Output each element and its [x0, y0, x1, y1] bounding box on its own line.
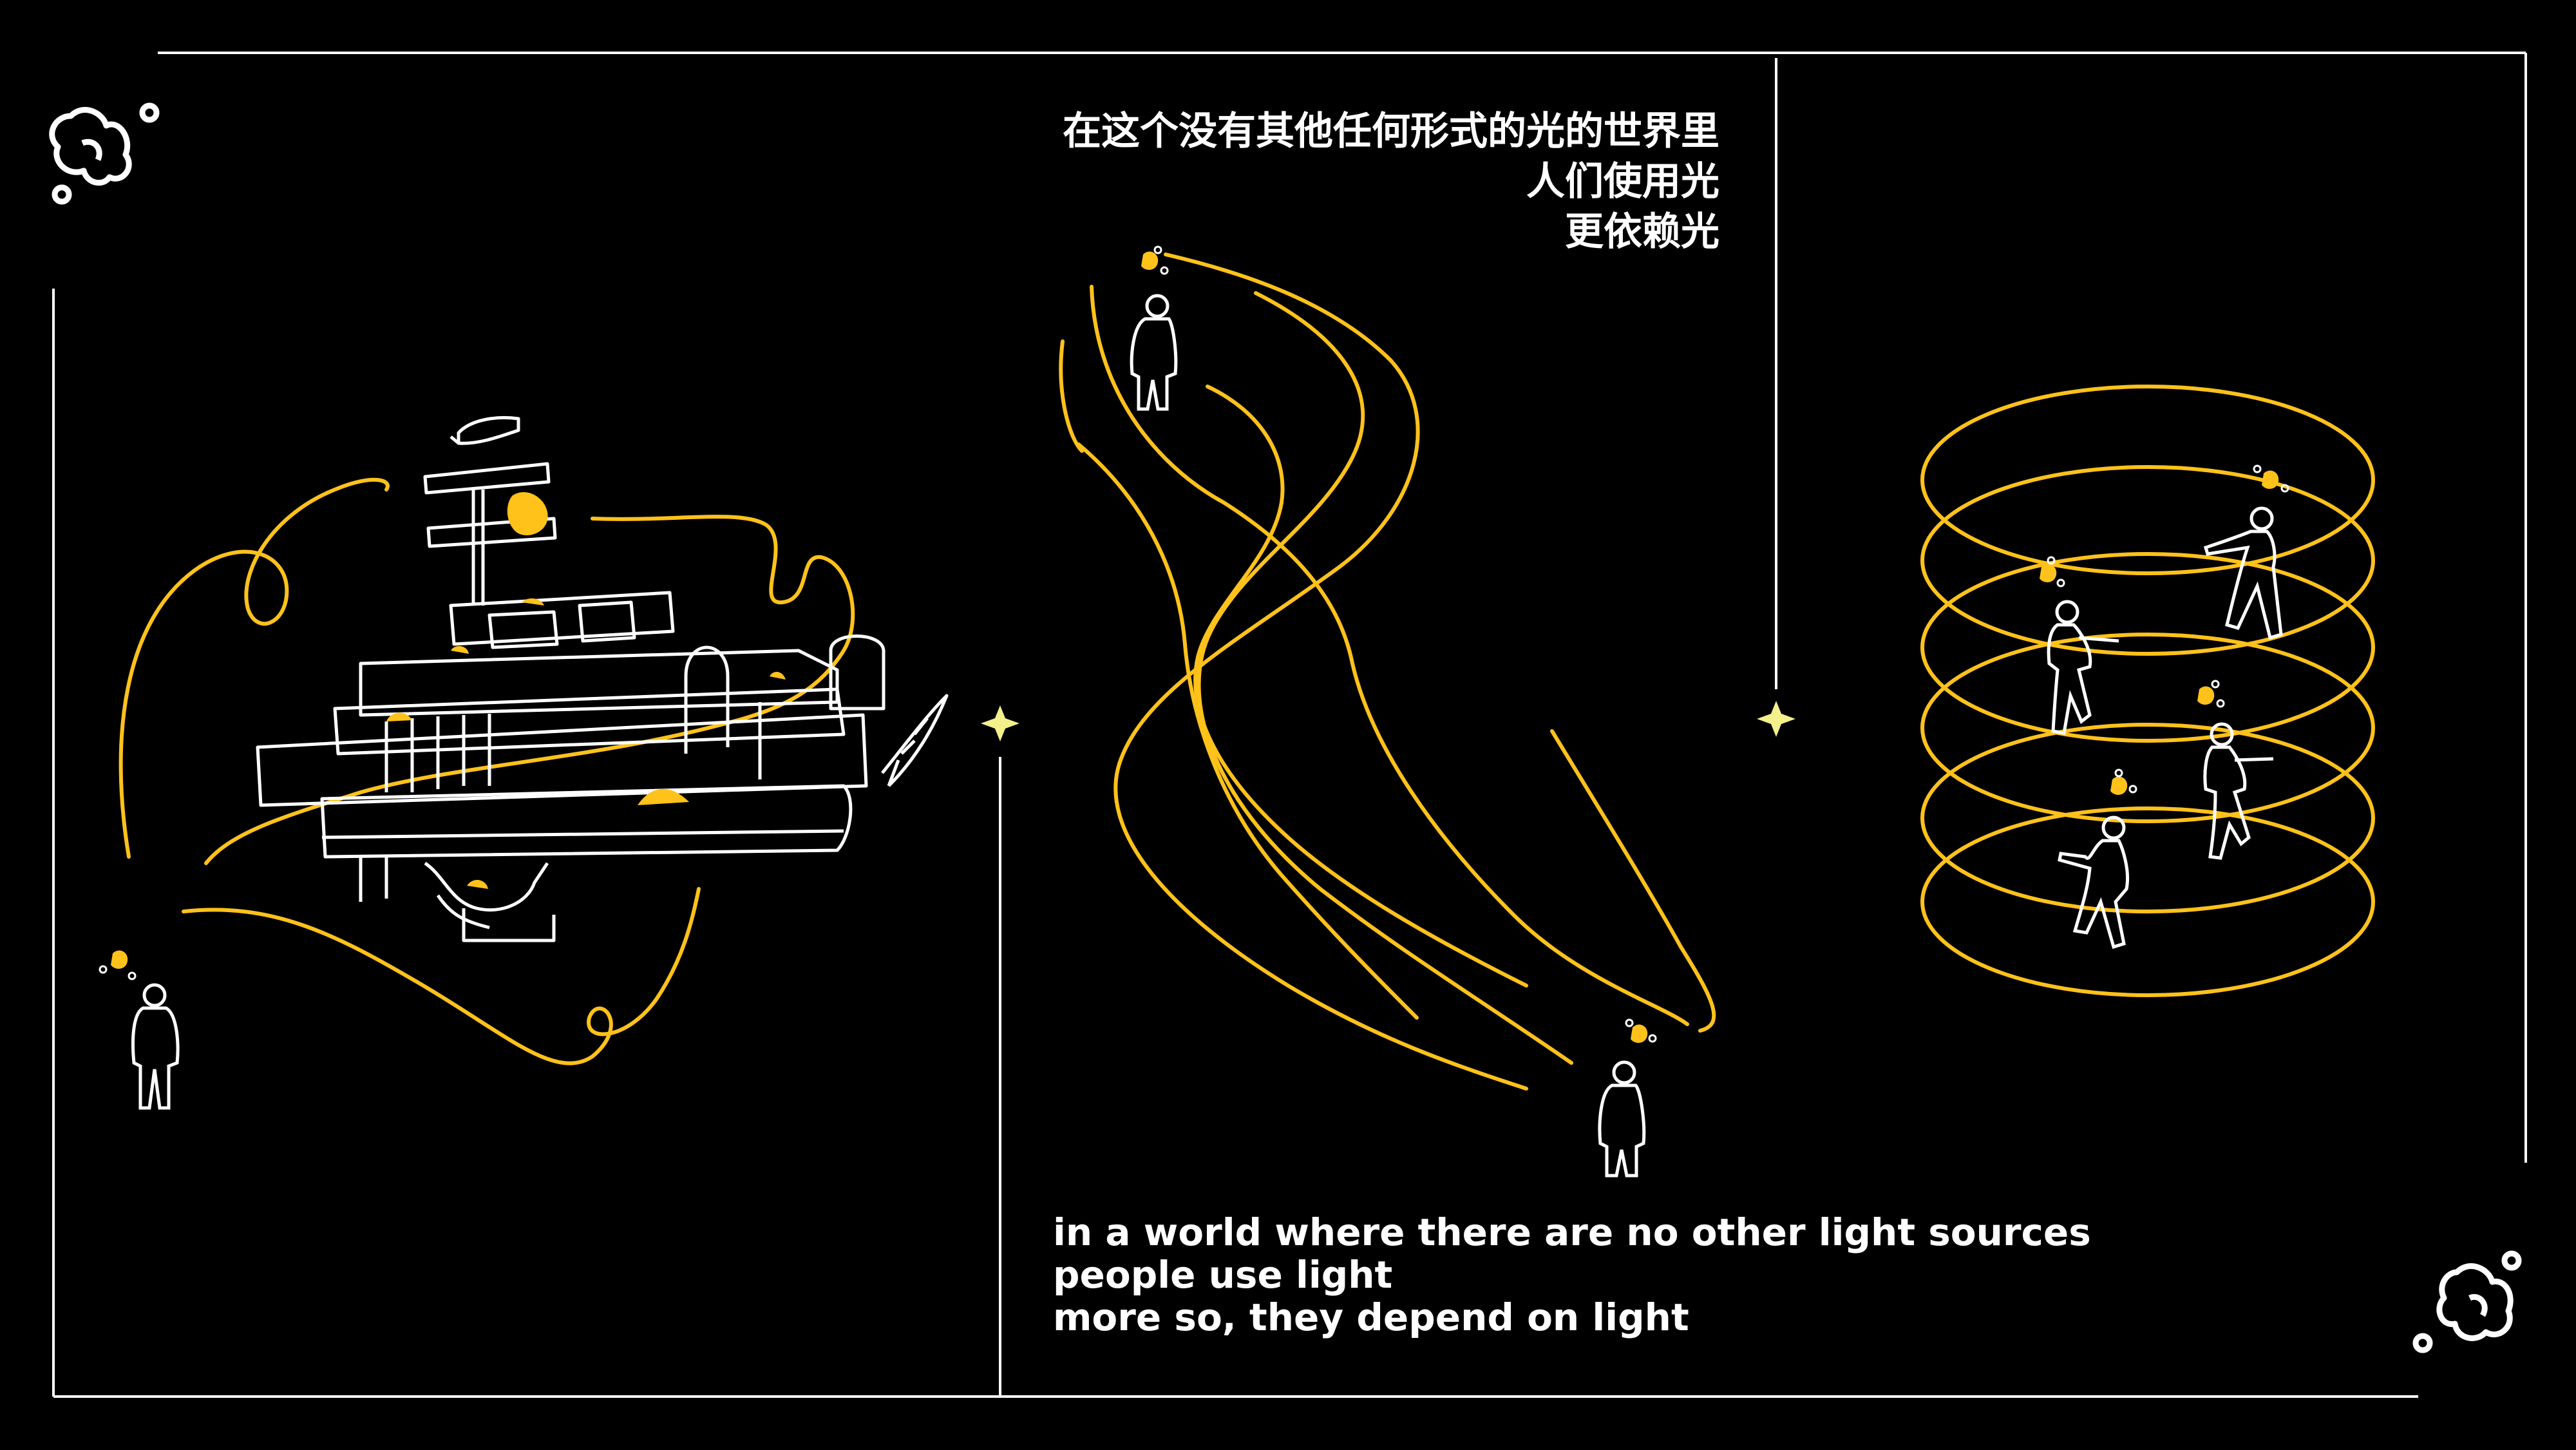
- blob-icon: [49, 102, 160, 205]
- left-light-ribbon: [118, 477, 855, 1065]
- lamp-icon: [2253, 464, 2289, 493]
- chinese-caption: 在这个没有其他任何形式的光的世界里 人们使用光 更依赖光: [1063, 106, 1719, 257]
- blob-icon: [2412, 1250, 2522, 1353]
- english-caption: in a world where there are no other ligh…: [1053, 1211, 2091, 1339]
- english-caption-line-3: more so, they depend on light: [1053, 1295, 1689, 1339]
- lamp-icon: [2197, 680, 2225, 708]
- stacked-light-rings: [1920, 385, 2375, 997]
- person-figure: [131, 983, 180, 1110]
- chinese-caption-line-2: 人们使用光: [1526, 159, 1719, 204]
- structure-lights: [386, 492, 786, 889]
- sparkle-icon: [1757, 701, 1795, 737]
- chinese-caption-line-3: 更依赖光: [1565, 209, 1719, 254]
- lamp-icon: [2110, 768, 2137, 795]
- lamp-icon: [99, 950, 137, 980]
- person-figure: [2058, 816, 2129, 949]
- english-caption-line-2: people use light: [1053, 1253, 1393, 1297]
- person-figure: [2047, 600, 2119, 735]
- frame-lines: [52, 52, 2527, 1398]
- english-caption-line-1: in a world where there are no other ligh…: [1053, 1210, 2091, 1254]
- chinese-caption-line-1: 在这个没有其他任何形式的光的世界里: [1063, 109, 1719, 154]
- person-figure: [2203, 722, 2274, 860]
- person-figure: [1598, 1060, 1646, 1178]
- lamp-icon: [1141, 245, 1169, 275]
- middle-light-ribbons: [1059, 253, 1716, 1091]
- person-figure: [2203, 506, 2283, 640]
- floating-structure: [256, 415, 949, 942]
- sparkle-icon: [981, 705, 1019, 741]
- lamp-icon: [2040, 556, 2065, 587]
- lamp-icon: [1625, 1018, 1657, 1043]
- person-figure: [1130, 294, 1178, 411]
